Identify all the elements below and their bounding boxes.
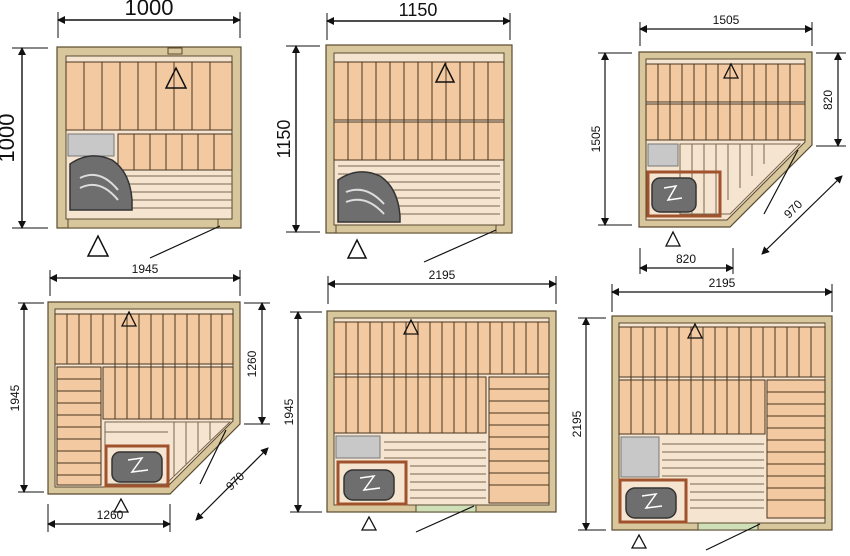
door-swing — [423, 229, 497, 263]
dimension-line-diagonal — [195, 447, 269, 521]
plan-1945x1945-corner: 1945 1945 1260 1260 970 — [8, 262, 270, 532]
plan-2195x1945: 2195 1945 — [282, 268, 557, 533]
door-opening — [67, 218, 219, 229]
lower-bench — [117, 133, 233, 171]
door-triangle-icon — [346, 238, 368, 259]
dimension-line-diagonal — [761, 175, 843, 255]
width-label: 1150 — [399, 0, 438, 20]
width-label: 2195 — [429, 268, 456, 282]
door-triangle-icon — [630, 533, 648, 549]
heater-fence — [104, 444, 170, 488]
heater-stone-area — [335, 435, 381, 459]
side-bench — [766, 379, 826, 519]
heater-icon — [625, 487, 677, 519]
height-label: 2195 — [570, 410, 584, 437]
vent-triangle-icon — [120, 310, 138, 327]
heater-icon — [111, 451, 163, 483]
side-bench — [488, 376, 550, 504]
right-label: 820 — [821, 90, 835, 110]
door-triangle-icon — [112, 497, 130, 513]
width-label: 2195 — [709, 276, 736, 290]
door-swing — [199, 429, 227, 485]
door-swing — [415, 505, 475, 533]
door-swing — [763, 149, 799, 215]
glass-door — [697, 522, 759, 531]
door-opening — [335, 224, 497, 234]
door-triangle-icon — [360, 515, 378, 531]
width-label: 1000 — [125, 0, 174, 20]
bottom-label: 1260 — [97, 508, 124, 522]
upper-bench — [618, 326, 826, 378]
right-label: 1260 — [245, 350, 259, 377]
height-label: 1945 — [282, 398, 296, 425]
middle-bench — [333, 121, 505, 161]
heater-icon — [651, 177, 697, 213]
plan-1505x1505-corner: 1505 1505 820 820 970 — [589, 13, 846, 274]
side-bench — [56, 366, 102, 486]
middle-bench — [618, 379, 766, 435]
heater-icon — [69, 155, 133, 211]
heater-fence — [336, 460, 408, 506]
width-label: 1505 — [713, 13, 740, 27]
heater-fence — [618, 478, 688, 524]
glass-door — [415, 504, 477, 513]
height-label: 1000 — [0, 114, 19, 163]
plan-1150x1150: 1150 1150 — [274, 0, 513, 263]
heater-stone-area — [67, 133, 115, 157]
heater-fence — [646, 170, 722, 218]
upper-bench — [333, 61, 505, 121]
door-triangle-icon — [86, 234, 110, 257]
width-label: 1945 — [132, 262, 159, 276]
height-label: 1945 — [8, 384, 22, 411]
vent-triangle-icon — [722, 62, 740, 79]
upper-bench — [65, 61, 233, 131]
diagonal-label: 970 — [781, 197, 805, 221]
heater-icon — [337, 171, 401, 223]
height-label: 1505 — [589, 125, 603, 152]
vent-triangle-icon — [164, 66, 188, 89]
heater-stone-area — [647, 143, 679, 167]
bottom-label: 820 — [676, 252, 696, 266]
middle-bench — [333, 376, 487, 434]
heater-stone-area — [620, 436, 660, 478]
plan-1000x1000: 1000 1000 — [0, 0, 242, 259]
vent-triangle-icon — [402, 318, 420, 335]
vent-triangle-icon — [434, 62, 456, 83]
door-triangle-icon — [664, 230, 682, 247]
plan-2195x2195: 2195 2195 — [570, 276, 833, 551]
heater-icon — [343, 469, 395, 501]
middle-bench — [102, 366, 234, 420]
upper-bench — [54, 313, 234, 365]
door-swing — [705, 523, 761, 551]
door-swing — [149, 225, 221, 259]
height-label: 1150 — [274, 120, 294, 159]
vent-triangle-icon — [686, 322, 704, 339]
